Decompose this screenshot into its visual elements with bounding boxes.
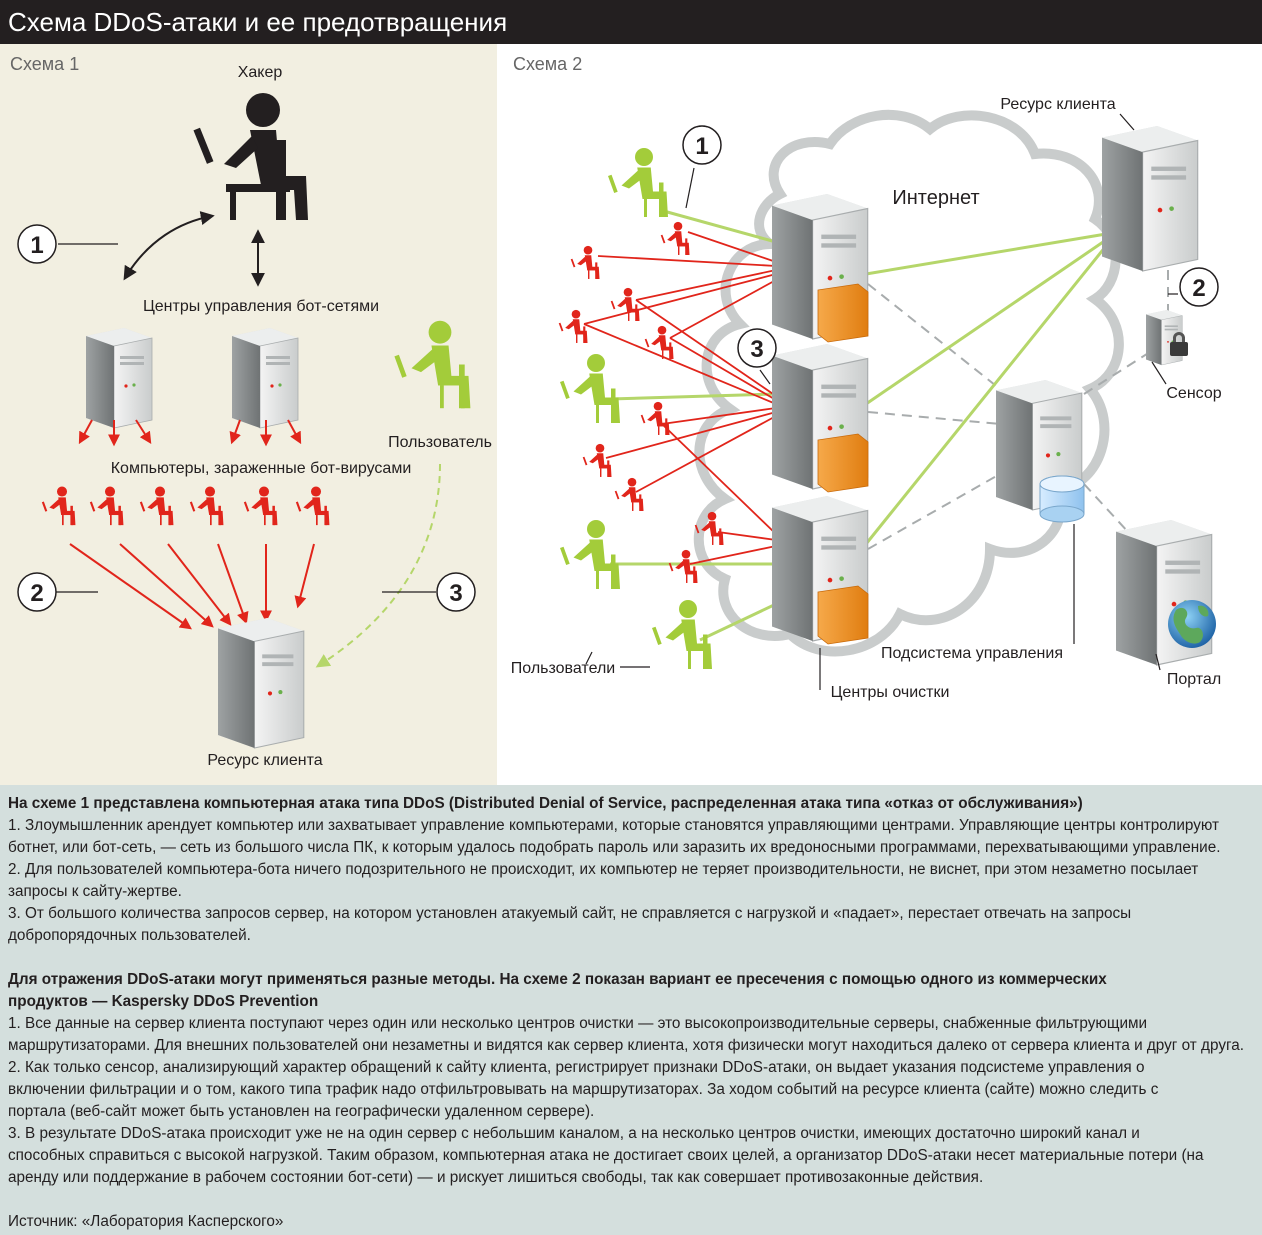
hacker-label: Хакер [238, 64, 283, 81]
user-icon [394, 320, 471, 409]
scheme2-point1-line2: маршрутизаторами. Для внешних пользовате… [8, 1037, 1244, 1054]
client-resource-server-2 [1101, 125, 1199, 272]
filter-router-2 [817, 433, 869, 493]
bot-icon-5 [243, 486, 278, 526]
scheme2-marker-2: 2 [1179, 267, 1219, 307]
scheme1-point2-line2: запросы к сайту-жертве. [8, 883, 182, 900]
svg-text:2: 2 [1192, 275, 1205, 302]
filter-router-3 [817, 585, 869, 645]
user-to-resource-arrow [315, 463, 441, 668]
page-title: Схема DDoS-атаки и ее предотвращения [0, 0, 1262, 44]
bot2-icon-2 [570, 245, 600, 279]
scheme2-label: Схема 2 [513, 54, 582, 74]
hacker-to-left-arrow [123, 211, 215, 281]
cleaning-center-3 [771, 495, 869, 645]
sensor-device [1145, 309, 1183, 366]
users-leader-a [585, 651, 593, 665]
svg-text:3: 3 [750, 336, 763, 363]
user-label: Пользователь [388, 434, 492, 451]
sensor-leader [1151, 361, 1167, 385]
infected-label: Компьютеры, зараженные бот-вирусами [111, 460, 412, 477]
cleaning-centers-label: Центры очистки [831, 684, 950, 701]
scheme1-marker-2: 2 [17, 572, 57, 612]
globe-icon [1168, 600, 1216, 648]
management-links [867, 268, 1169, 550]
bot2-icon-4 [558, 309, 588, 343]
portal-leader [1155, 653, 1161, 671]
scheme1-marker-3: 3 [436, 572, 476, 612]
users-label: Пользователи [511, 660, 615, 677]
scheme2-point3-line1: 3. В результате DDoS-атака происходит уж… [8, 1125, 1140, 1142]
diagram-canvas: Схема 1 Хакер 1 Центры управления бот-се… [10, 54, 1222, 769]
scheme2-marker-1: 1 [682, 125, 722, 165]
bot2-icon-8 [614, 477, 644, 511]
svg-text:3: 3 [449, 580, 462, 607]
bot2-icon-5 [644, 325, 674, 359]
scheme1-point1-line2: ботнет, или бот-сеть, — сеть из большого… [8, 839, 1221, 856]
bot-icon-2 [89, 486, 124, 526]
management-server [995, 379, 1085, 523]
bots-to-resource-arrows [69, 543, 315, 630]
bot2-icon-7 [582, 443, 612, 477]
scheme2-point3-line3: аренду или поддержание в рабочем состоян… [8, 1169, 984, 1186]
bot2-icon-1 [660, 221, 690, 255]
clean-traffic-lines [864, 232, 1108, 545]
scheme1-point2-line1: 2. Для пользователей компьютера-бота нич… [8, 861, 1199, 878]
scheme2-users [560, 148, 712, 669]
control-centers-label: Центры управления бот-сетями [143, 298, 379, 315]
sensor-label: Сенсор [1166, 385, 1221, 402]
scheme2-point1-line1: 1. Все данные на сервер клиента поступаю… [8, 1015, 1148, 1032]
control-server-2 [231, 327, 299, 429]
svg-text:1: 1 [695, 133, 708, 160]
svg-text:1: 1 [30, 232, 43, 259]
cleaning-center-2 [771, 343, 869, 493]
scheme2-marker-3: 3 [737, 328, 777, 368]
cleaning-center-1 [771, 193, 869, 343]
bot-icon-1 [41, 486, 76, 526]
user-icon-d [652, 600, 712, 669]
scheme1-label: Схема 1 [10, 54, 79, 74]
control-to-bots-arrows [78, 419, 302, 447]
bot-icon-3 [139, 486, 174, 526]
hacker-icon [193, 93, 308, 220]
bot-icon-4 [189, 486, 224, 526]
bot-computers-row [41, 486, 330, 526]
client-resource-server-1 [217, 617, 305, 749]
user-icon-b [560, 354, 620, 423]
scheme1-marker-1: 1 [17, 224, 57, 264]
scheme2-point2-line2: включении фильтрации и о том, какого тип… [8, 1081, 1159, 1098]
control-server-1 [85, 327, 153, 429]
bot2-icon-10 [668, 549, 698, 583]
resource-label-2: Ресурс клиента [1000, 96, 1115, 113]
scheme2-point3-line2: способных справиться с высокой нагрузкой… [8, 1147, 1204, 1164]
scheme2-heading-line1: Для отражения DDoS-атаки могут применять… [8, 971, 1107, 988]
bot-traffic-lines [583, 231, 777, 565]
management-label: Подсистема управления [881, 645, 1063, 662]
resource-leader [1119, 113, 1135, 131]
resource-label-1: Ресурс клиента [207, 752, 322, 769]
lock-icon [1170, 332, 1188, 356]
source-note: Источник: «Лаборатория Касперского» [8, 1213, 284, 1230]
scheme2-heading-line2: продуктов — Kaspersky DDoS Prevention [8, 993, 319, 1010]
scheme1-point3-line2: добропорядочных пользователей. [8, 927, 251, 944]
explanation-panel: На схеме 1 представлена компьютерная ата… [0, 785, 1262, 1235]
portal-label: Портал [1167, 671, 1221, 688]
user-icon-a [608, 148, 668, 217]
s2-marker1-leader [685, 167, 695, 209]
internet-label: Интернет [892, 187, 979, 209]
svg-text:2: 2 [30, 580, 43, 607]
scheme2-point2-line1: 2. Как только сенсор, анализирующий хара… [8, 1059, 1145, 1076]
bot2-icon-6 [640, 401, 670, 435]
s2-marker3-leader [759, 369, 771, 385]
user-icon-c [560, 520, 620, 589]
scheme2-point2-line3: портала (веб-сайт может быть установлен … [8, 1103, 595, 1120]
scheme1-point3-line1: 3. От большого количества запросов серве… [8, 905, 1132, 922]
scheme1-point1-line1: 1. Злоумышленник арендует компьютер или … [8, 817, 1220, 834]
scheme1-heading: На схеме 1 представлена компьютерная ата… [8, 795, 1083, 812]
bot-icon-6 [295, 486, 330, 526]
filter-router-1 [817, 283, 869, 343]
